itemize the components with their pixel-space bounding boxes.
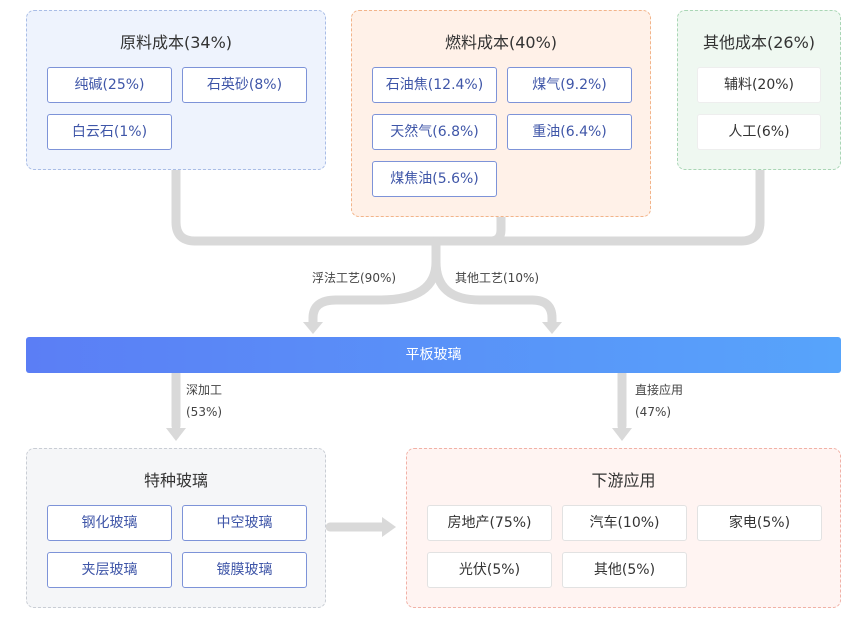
label-direct-use-name: 直接应用: [635, 383, 684, 397]
label-deep-processing: 深加工 (53%): [186, 380, 222, 422]
arrowhead-special-to-downstream: [382, 517, 396, 537]
group-raw-materials: 原料成本(34%) 纯碱(25%) 石英砂(8%) 白云石(1%): [26, 10, 326, 170]
arrowhead-downstream: [612, 428, 632, 441]
arrowhead-special: [166, 428, 186, 441]
chip-dolomite: 白云石(1%): [47, 114, 172, 150]
chip-quartz-sand: 石英砂(8%): [182, 67, 307, 103]
chip-automotive: 汽车(10%): [562, 505, 687, 541]
group-special-glass: 特种玻璃 钢化玻璃 中空玻璃 夹层玻璃 镀膜玻璃: [26, 448, 326, 608]
label-direct-use-share: (47%): [635, 405, 672, 419]
connector-fuel-to-merge: [431, 211, 506, 246]
chip-heavy-oil: 重油(6.4%): [507, 114, 632, 150]
flat-glass-bar: 平板玻璃: [26, 337, 841, 373]
label-other-process: 其他工艺(10%): [455, 271, 540, 285]
chip-coal-tar: 煤焦油(5.6%): [372, 161, 497, 197]
group-title-raw: 原料成本(34%): [119, 33, 233, 52]
label-deep-processing-share: (53%): [186, 405, 223, 419]
group-title-downstream: 下游应用: [591, 471, 656, 490]
chip-natural-gas: 天然气(6.8%): [372, 114, 497, 150]
chip-petroleum-coke: 石油焦(12.4%): [372, 67, 497, 103]
label-direct-use: 直接应用 (47%): [635, 380, 683, 422]
chip-soda-ash: 纯碱(25%): [47, 67, 172, 103]
group-downstream-applications: 下游应用 房地产(75%) 汽车(10%) 家电(5%) 光伏(5%) 其他(5…: [406, 448, 841, 608]
chip-photovoltaic: 光伏(5%): [427, 552, 552, 588]
chip-real-estate: 房地产(75%): [427, 505, 552, 541]
chip-insulated-glass: 中空玻璃: [182, 505, 307, 541]
arrowhead-other-process: [542, 322, 562, 334]
label-deep-processing-name: 深加工: [186, 383, 223, 397]
chip-coated-glass: 镀膜玻璃: [182, 552, 307, 588]
chip-labor: 人工(6%): [697, 114, 821, 150]
group-title-other: 其他成本(26%): [702, 33, 816, 52]
arrowhead-float: [303, 322, 323, 334]
label-float-process: 浮法工艺(90%): [312, 271, 397, 285]
group-other-costs: 其他成本(26%) 辅料(20%) 人工(6%): [677, 10, 841, 170]
group-fuel-costs: 燃料成本(40%) 石油焦(12.4%) 煤气(9.2%) 天然气(6.8%) …: [351, 10, 651, 217]
group-title-fuel: 燃料成本(40%): [444, 33, 558, 52]
chip-tempered-glass: 钢化玻璃: [47, 505, 172, 541]
chip-laminated-glass: 夹层玻璃: [47, 552, 172, 588]
chip-coal-gas: 煤气(9.2%): [507, 67, 632, 103]
chip-auxiliary-materials: 辅料(20%): [697, 67, 821, 103]
chip-home-appliances: 家电(5%): [697, 505, 822, 541]
group-title-special: 特种玻璃: [143, 471, 208, 490]
chip-others: 其他(5%): [562, 552, 687, 588]
